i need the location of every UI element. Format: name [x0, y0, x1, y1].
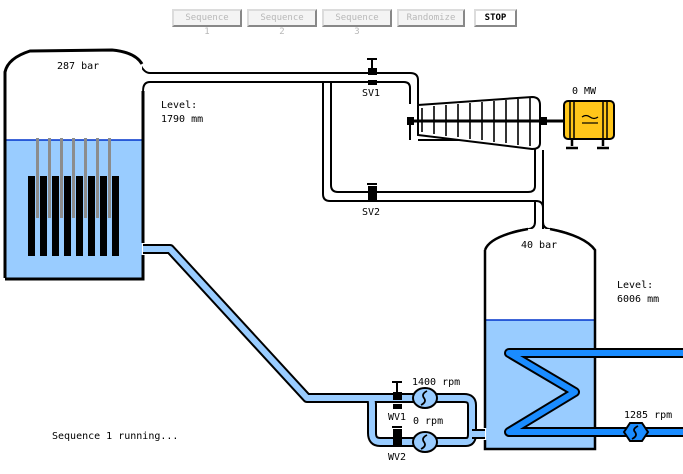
reactor-pressure: 287 bar — [57, 61, 99, 72]
steam-pipe — [139, 63, 544, 240]
sv2-label: SV2 — [362, 207, 380, 218]
sv1-label: SV1 — [362, 88, 380, 99]
condenser-level-value: 6006 mm — [617, 294, 659, 305]
toolbar: Sequence 1 Sequence 2 Sequence 3 Randomi… — [172, 9, 517, 37]
feed-pump-1-speed: 1400 rpm — [412, 377, 460, 388]
wv2-valve[interactable] — [392, 426, 402, 446]
reactor-level-label: Level: — [161, 100, 197, 111]
generator-power: 0 MW — [572, 86, 597, 97]
sequence-2-button[interactable]: Sequence 2 — [247, 9, 317, 37]
sequence-3-button[interactable]: Sequence 3 — [322, 9, 392, 37]
randomize-button[interactable]: Randomize — [397, 9, 465, 27]
status-text: Sequence 1 running... — [52, 431, 178, 442]
cooling-coil — [504, 348, 683, 437]
feed-pump-2-speed: 0 rpm — [413, 416, 443, 427]
feedwater-pipe — [143, 244, 488, 447]
wv2-label: WV2 — [388, 452, 406, 463]
sv2-valve[interactable] — [367, 183, 377, 202]
fuel-rods — [28, 176, 119, 256]
feed-pump-1[interactable] — [412, 387, 438, 409]
feed-pump-2[interactable] — [412, 431, 438, 453]
reactor-vessel — [3, 48, 145, 281]
sv1-valve[interactable] — [367, 58, 377, 85]
cooling-pump-speed: 1285 rpm — [624, 410, 672, 421]
reactor-level-value: 1790 mm — [161, 114, 203, 125]
condenser-level-label: Level: — [617, 280, 653, 291]
sequence-1-button[interactable]: Sequence 1 — [172, 9, 242, 37]
wv1-label: WV1 — [388, 412, 406, 423]
wv1-valve[interactable] — [392, 381, 402, 409]
stop-button[interactable]: STOP — [474, 9, 517, 27]
cooling-pump[interactable] — [622, 422, 650, 442]
generator — [563, 100, 615, 150]
turbine — [407, 95, 566, 151]
condenser-pressure: 40 bar — [521, 240, 557, 251]
control-rods — [36, 138, 111, 218]
